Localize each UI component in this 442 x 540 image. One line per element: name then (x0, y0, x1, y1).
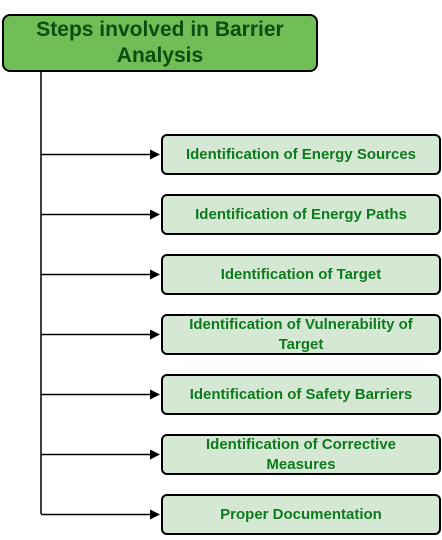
step-label-3: Identification of Target (220, 265, 382, 283)
branch-arrows (41, 149, 160, 520)
step-label-1: Identification of Energy Sources (185, 145, 417, 163)
step-label-6: Identification of Corrective Measures (205, 435, 397, 473)
arrowhead-1 (150, 149, 160, 160)
arrowhead-3 (150, 269, 160, 280)
step-label-7: Proper Documentation (220, 505, 382, 523)
step-label-2: Identification of Energy Paths (195, 205, 407, 223)
diagram-title: Steps involved in Barrier Analysis (36, 18, 284, 67)
step-box-1: Identification of Energy Sources (161, 134, 441, 175)
step-box-3: Identification of Target (161, 254, 441, 295)
step-label-4: Identification of Vulnerability of Targe… (189, 315, 413, 353)
arrowhead-7 (150, 509, 160, 520)
arrowhead-5 (150, 389, 160, 400)
step-box-7: Proper Documentation (161, 494, 441, 535)
step-box-2: Identification of Energy Paths (161, 194, 441, 235)
arrowhead-2 (150, 209, 160, 220)
diagram-title-box: Steps involved in Barrier Analysis (2, 14, 318, 72)
step-label-5: Identification of Safety Barriers (189, 385, 413, 403)
step-box-4: Identification of Vulnerability of Targe… (161, 314, 441, 355)
step-box-5: Identification of Safety Barriers (161, 374, 441, 415)
arrowhead-6 (150, 449, 160, 460)
step-box-6: Identification of Corrective Measures (161, 434, 441, 475)
arrowhead-4 (150, 329, 160, 340)
